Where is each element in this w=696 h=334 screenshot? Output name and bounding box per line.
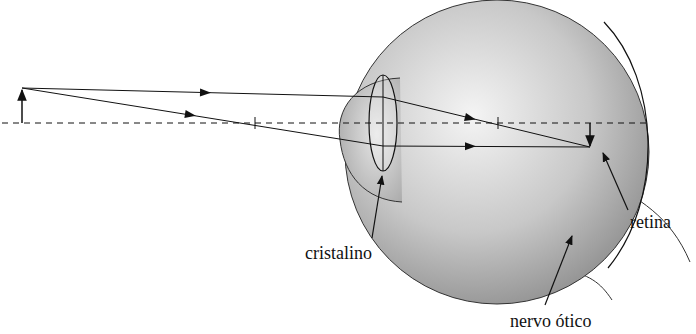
- leader-arrow: [545, 236, 572, 305]
- part-label: retina: [630, 213, 671, 231]
- retina-line: [604, 22, 648, 268]
- part-label: nervo ótico: [510, 312, 591, 330]
- lens-axis: [383, 75, 384, 171]
- optical-axis: [2, 123, 650, 124]
- ray-arrowheads: [184, 89, 476, 151]
- eyeball: [345, 0, 649, 304]
- part-label: cristalino: [305, 244, 372, 262]
- image-arrow: [589, 123, 591, 146]
- light-ray: [22, 88, 590, 147]
- object-arrow: [21, 90, 23, 123]
- focal-point: [255, 117, 256, 129]
- focal-point: [498, 117, 499, 129]
- leader-arrow: [603, 153, 628, 210]
- leader-arrow: [372, 176, 382, 238]
- light-ray: [22, 88, 590, 147]
